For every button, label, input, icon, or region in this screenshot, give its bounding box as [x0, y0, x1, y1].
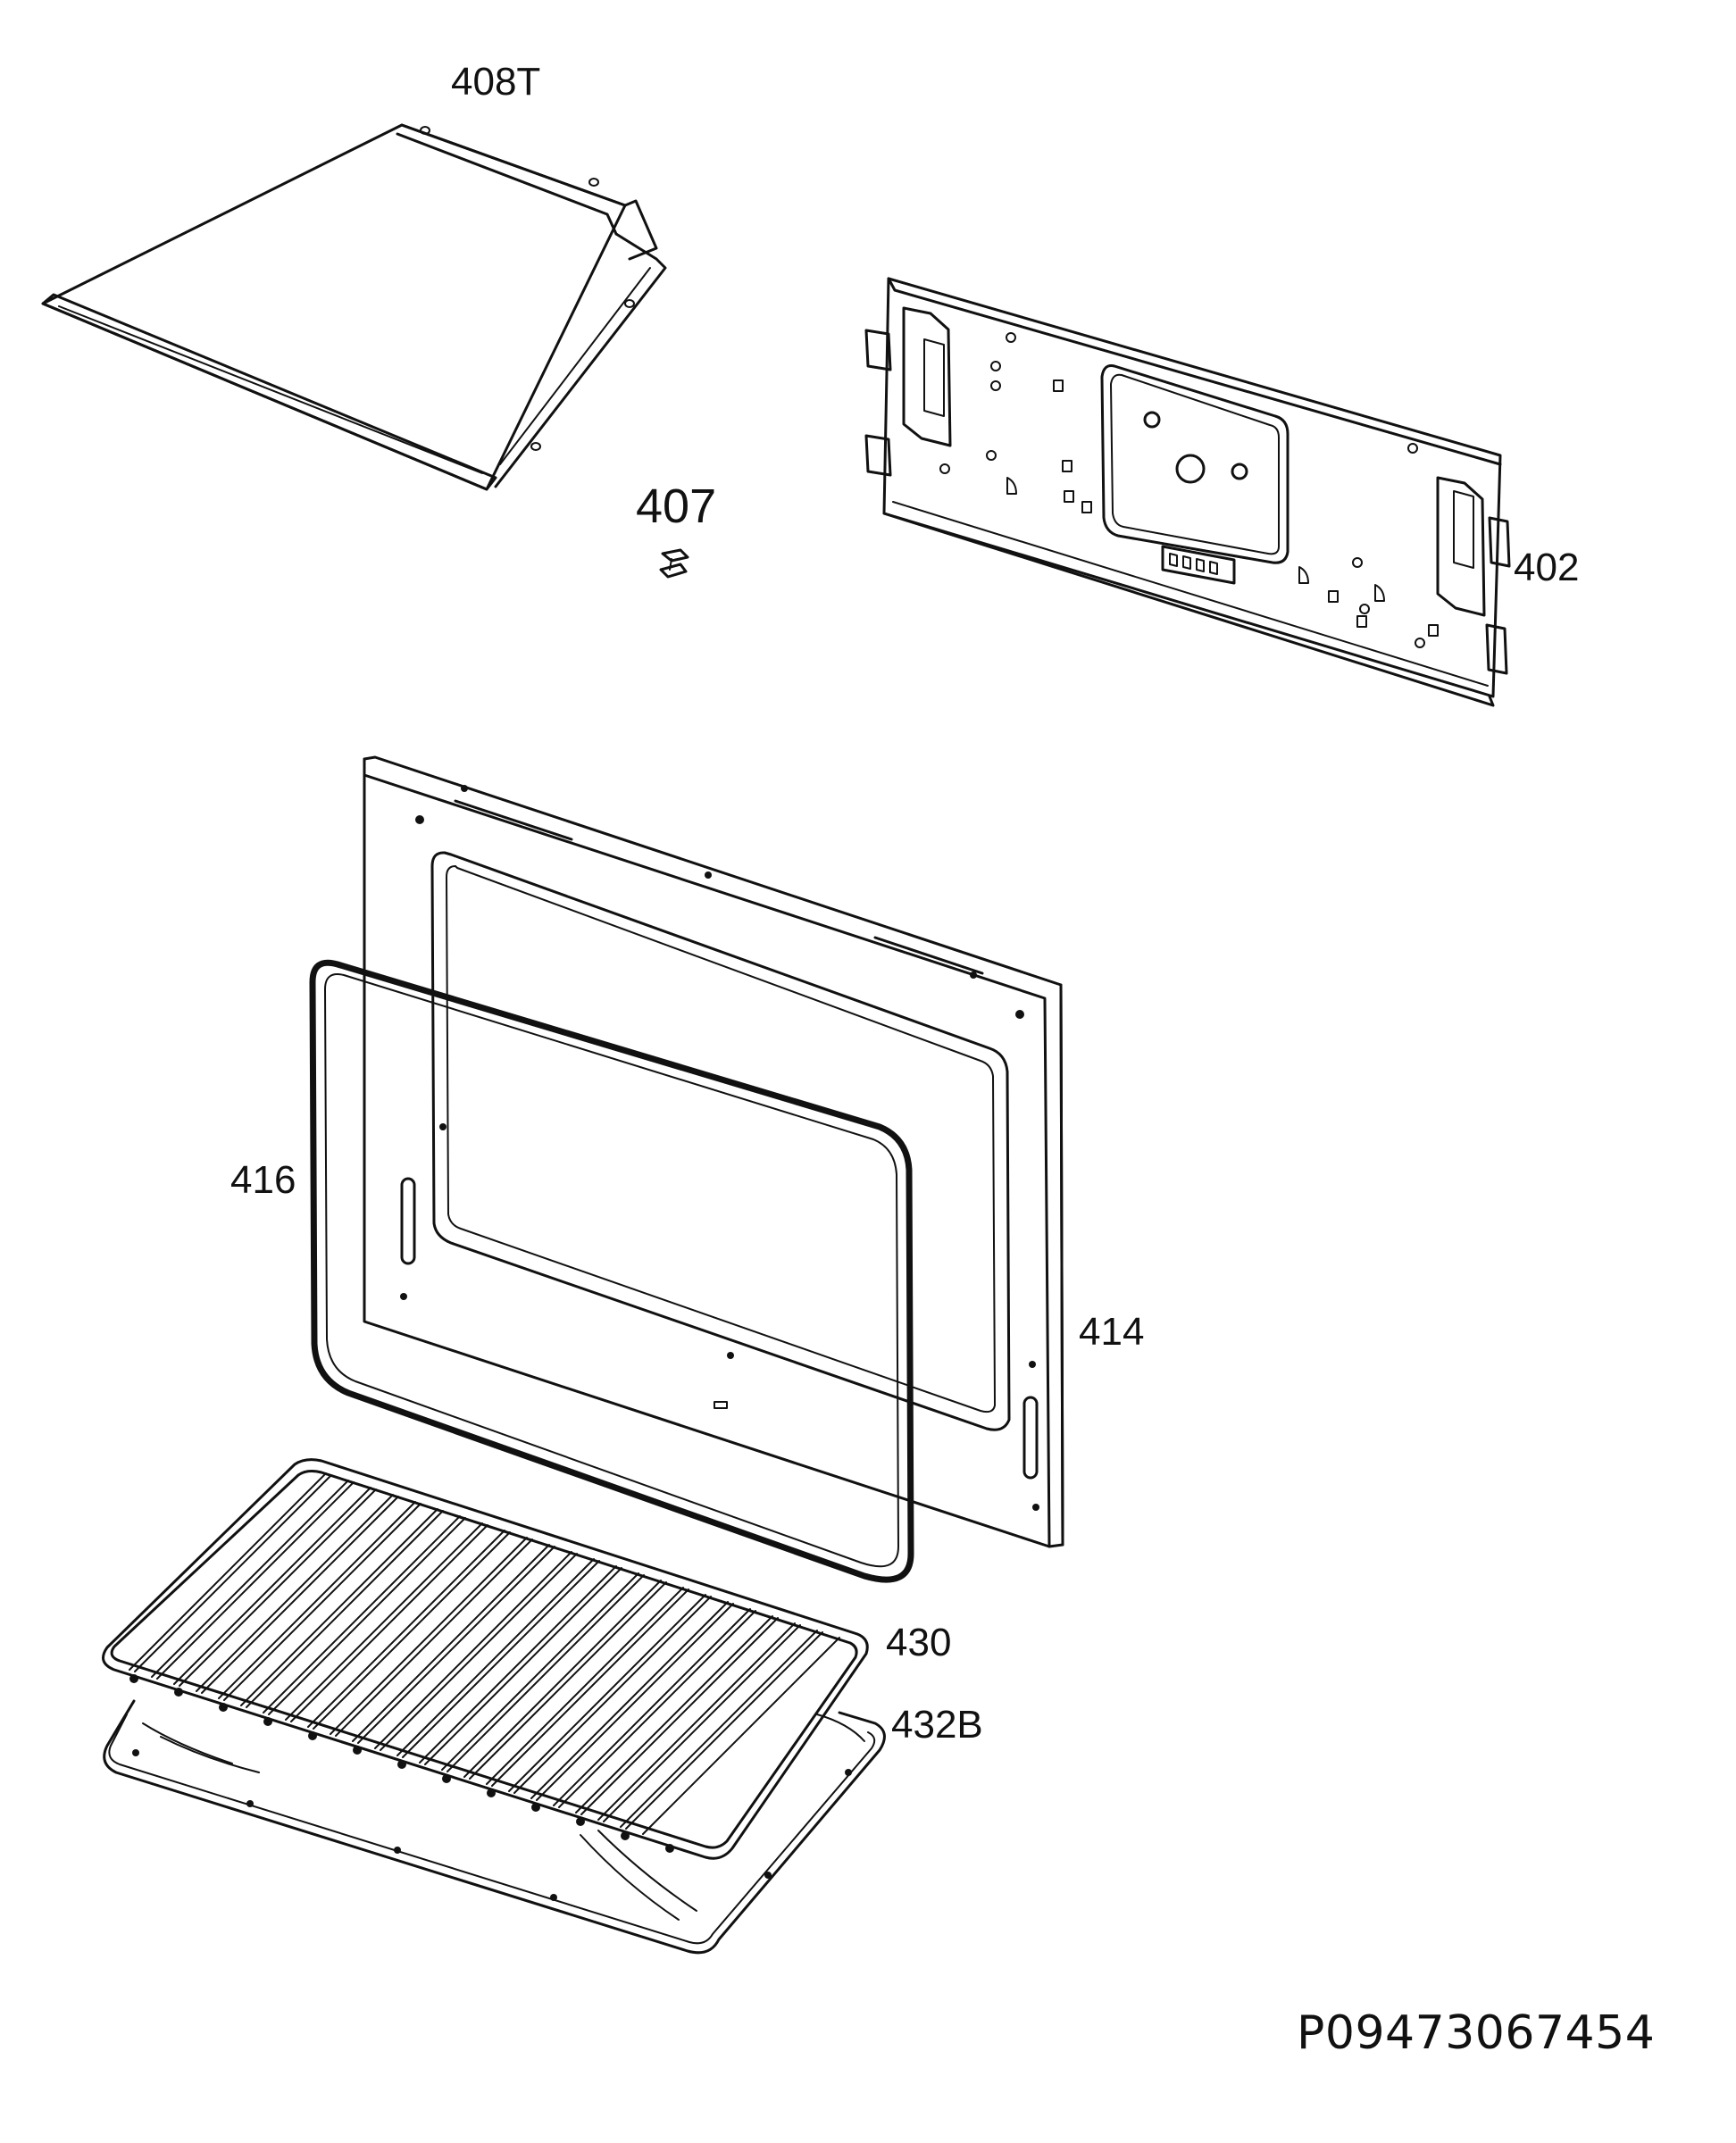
label-402: 402	[1514, 546, 1580, 589]
rack-bars	[129, 1472, 840, 1835]
part-408T-deflector	[41, 123, 667, 491]
label-414: 414	[1079, 1310, 1145, 1354]
part-402-control-bracket	[864, 277, 1511, 707]
document-code: P09473067454	[1297, 2006, 1656, 2060]
label-408T: 408T	[451, 60, 541, 104]
part-407-clip	[659, 548, 689, 579]
label-416: 416	[230, 1158, 296, 1202]
rack-feet	[129, 1674, 674, 1853]
label-430: 430	[886, 1621, 952, 1664]
part-432B-tray	[103, 1699, 886, 1955]
label-407: 407	[636, 479, 717, 533]
label-432B: 432B	[891, 1703, 983, 1747]
part-430-grill-rack	[102, 1458, 869, 1860]
part-416-door-gasket	[309, 959, 914, 1583]
part-414-door-frame	[363, 755, 1064, 1548]
